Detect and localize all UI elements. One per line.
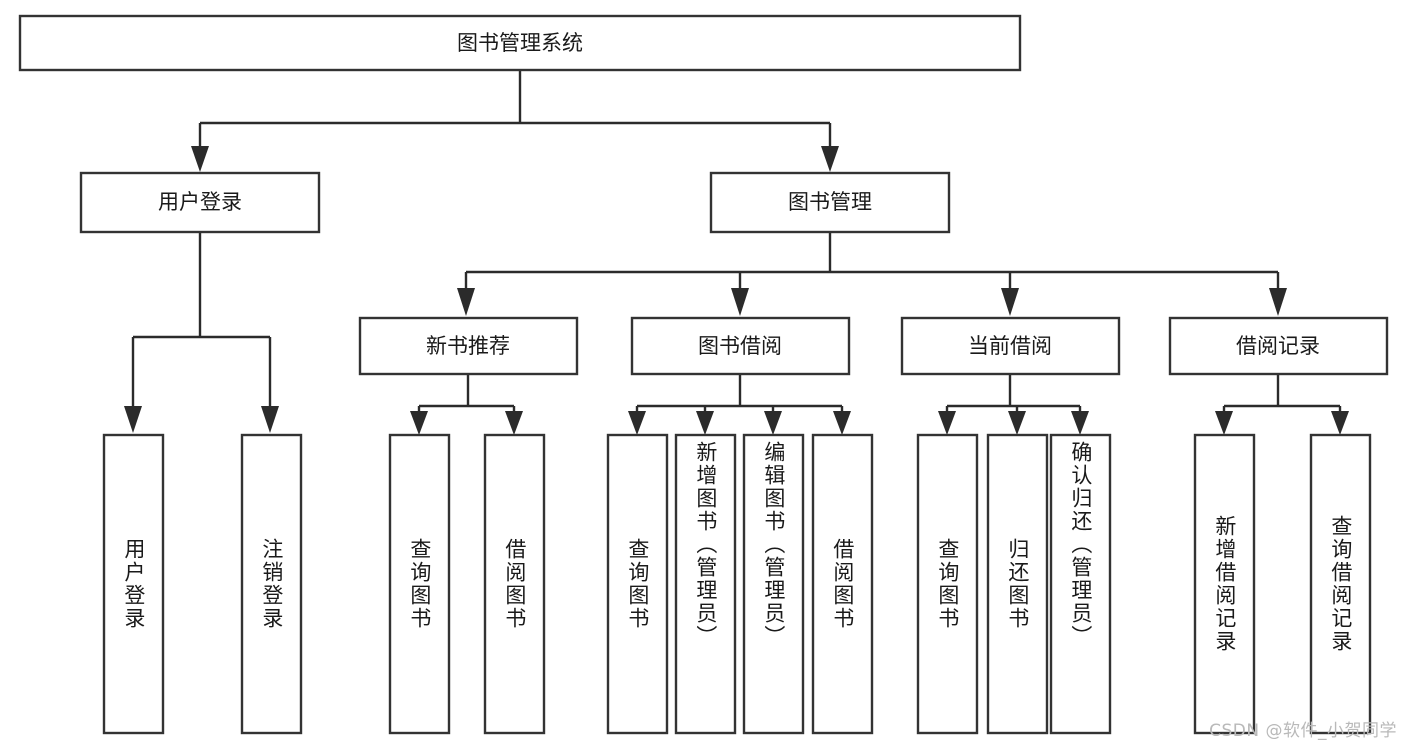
leaf-box-borrow-record-1[interactable]: [1193, 433, 1256, 735]
arrowhead-bookmgmt-child-4: [1269, 288, 1287, 316]
leaf-boxes-user-login: [102, 433, 303, 735]
leaf-box-current-borrow-2[interactable]: [986, 433, 1049, 735]
node-book-management-box[interactable]: [709, 171, 951, 234]
node-root-label: 图书管理系统: [457, 31, 583, 55]
leaf-boxes-new-book-recommend: [388, 433, 546, 735]
watermark-text: CSDN @软件_小贺同学: [1209, 721, 1397, 741]
node-new-book-recommend-label: 新书推荐: [426, 334, 510, 358]
leaf-boxes-book-borrow: [606, 433, 874, 735]
node-user-login[interactable]: 用户登录: [79, 171, 321, 234]
arrowhead-newbook-leaf-1: [410, 411, 428, 435]
arrowhead-bookmgmt-child-1: [457, 288, 475, 316]
node-new-book-recommend-box[interactable]: [358, 316, 579, 376]
node-borrow-record[interactable]: 借阅记录: [1168, 316, 1389, 376]
connector-group-bookmgmt: [457, 232, 1287, 316]
node-book-borrow-label: 图书借阅: [698, 334, 782, 358]
arrowhead-currentborrow-leaf-2: [1008, 411, 1026, 435]
arrowhead-bookborrow-leaf-1: [628, 411, 646, 435]
node-current-borrow[interactable]: 当前借阅: [900, 316, 1121, 376]
node-book-management[interactable]: 图书管理: [709, 171, 951, 234]
node-user-login-label: 用户登录: [158, 190, 242, 214]
arrowhead-root-to-userlogin: [191, 146, 209, 172]
node-current-borrow-label: 当前借阅: [968, 334, 1052, 358]
leaf-box-new-book-2[interactable]: [483, 433, 546, 735]
connector-group-currentborrow: [938, 374, 1089, 435]
arrowhead-currentborrow-leaf-1: [938, 411, 956, 435]
leaf-box-user-login-2[interactable]: [240, 433, 303, 735]
connector-group-userlogin: [124, 232, 279, 433]
node-new-book-recommend[interactable]: 新书推荐: [358, 316, 579, 376]
arrowhead-bookborrow-leaf-2: [696, 411, 714, 435]
arrowhead-userlogin-leaf-1: [124, 406, 142, 433]
connector-group-borrowrecord: [1215, 374, 1349, 435]
leaf-box-book-borrow-1[interactable]: [606, 433, 669, 735]
arrowhead-currentborrow-leaf-3: [1071, 411, 1089, 435]
connector-group-root: [191, 70, 839, 172]
node-book-borrow[interactable]: 图书借阅: [630, 316, 851, 376]
leaf-boxes-current-borrow: [916, 433, 1112, 735]
node-root[interactable]: 图书管理系统: [18, 14, 1022, 72]
node-user-login-box[interactable]: [79, 171, 321, 234]
node-root-box[interactable]: [18, 14, 1022, 72]
arrowhead-bookborrow-leaf-4: [833, 411, 851, 435]
leaf-box-book-borrow-2[interactable]: [674, 433, 737, 735]
arrowhead-borrowrecord-leaf-2: [1331, 411, 1349, 435]
node-borrow-record-box[interactable]: [1168, 316, 1389, 376]
node-book-borrow-box[interactable]: [630, 316, 851, 376]
leaf-box-book-borrow-4[interactable]: [811, 433, 874, 735]
connector-group-bookborrow: [628, 374, 851, 435]
arrowhead-bookmgmt-child-3: [1001, 288, 1019, 316]
leaf-box-book-borrow-3[interactable]: [742, 433, 805, 735]
node-current-borrow-box[interactable]: [900, 316, 1121, 376]
node-borrow-record-label: 借阅记录: [1236, 334, 1320, 358]
leaf-box-current-borrow-1[interactable]: [916, 433, 979, 735]
leaf-box-current-borrow-3[interactable]: [1049, 433, 1112, 735]
arrowhead-newbook-leaf-2: [505, 411, 523, 435]
arrowhead-borrowrecord-leaf-1: [1215, 411, 1233, 435]
leaf-box-new-book-1[interactable]: [388, 433, 451, 735]
leaf-box-borrow-record-2[interactable]: [1309, 433, 1372, 735]
connector-group-newbook: [410, 374, 523, 435]
arrowhead-userlogin-leaf-2: [261, 406, 279, 433]
arrowhead-bookmgmt-child-2: [731, 288, 749, 316]
node-book-management-label: 图书管理: [788, 190, 872, 214]
arrowhead-root-to-bookmgmt: [821, 146, 839, 172]
leaf-box-user-login-1[interactable]: [102, 433, 165, 735]
leaf-boxes-borrow-record: [1193, 433, 1372, 735]
arrowhead-bookborrow-leaf-3: [764, 411, 782, 435]
